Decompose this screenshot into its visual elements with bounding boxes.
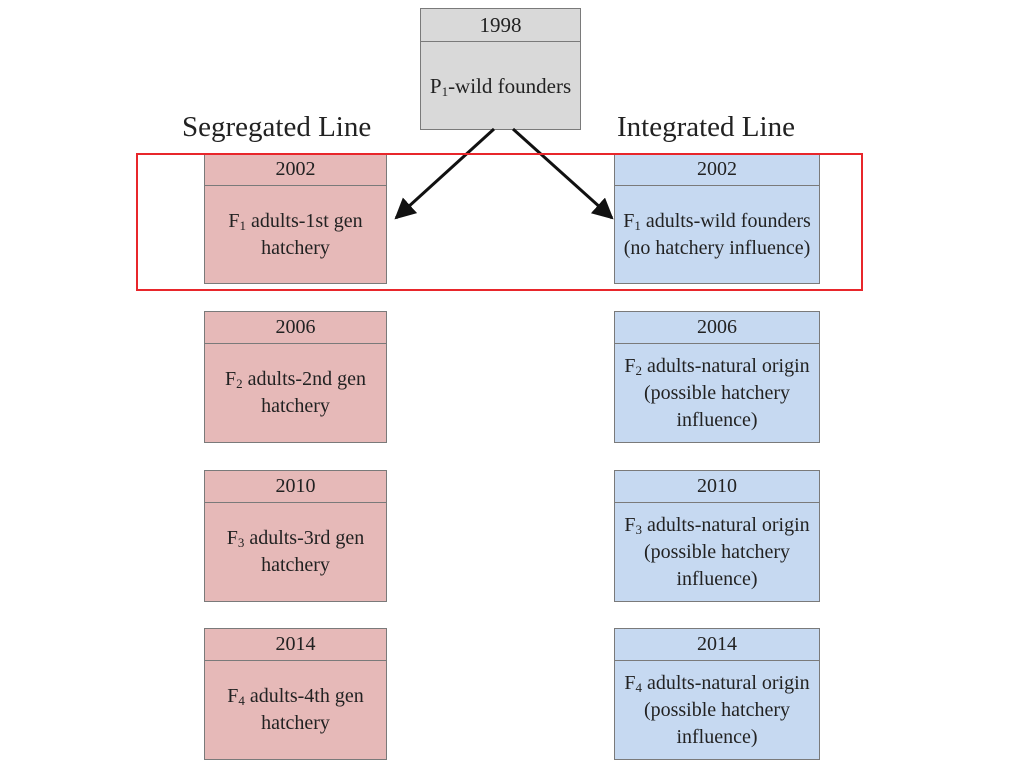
root-node-p1: 1998 P1-wild founders (420, 8, 581, 130)
segregated-f3-label: F3 adults-3rd gen hatchery (226, 527, 365, 576)
integrated-f2-year: 2006 (615, 312, 819, 344)
integrated-node-f4: 2014 F4 adults-natural origin (possible … (614, 628, 820, 760)
root-year: 1998 (421, 9, 580, 42)
segregated-f2-year: 2006 (205, 312, 386, 344)
root-label: P1-wild founders (429, 73, 572, 99)
segregated-node-f2: 2006 F2 adults-2nd gen hatchery (204, 311, 387, 443)
integrated-f1-year: 2002 (615, 154, 819, 186)
integrated-f3-year: 2010 (615, 471, 819, 503)
segregated-f1-year: 2002 (205, 154, 386, 186)
arrow-to-integrated (511, 127, 614, 220)
integrated-f4-label: F4 adults-natural origin (possible hatch… (624, 671, 810, 748)
segregated-f4-label: F4 adults-4th gen hatchery (227, 685, 364, 734)
integrated-node-f2: 2006 F2 adults-natural origin (possible … (614, 311, 820, 443)
segregated-f4-year: 2014 (205, 629, 386, 661)
segregated-node-f1: 2002 F1 adults-1st gen hatchery (204, 153, 387, 284)
segregated-node-f3: 2010 F3 adults-3rd gen hatchery (204, 470, 387, 602)
integrated-f4-year: 2014 (615, 629, 819, 661)
segregated-f1-label: F1 adults-1st gen hatchery (228, 209, 363, 259)
integrated-node-f3: 2010 F3 adults-natural origin (possible … (614, 470, 820, 602)
segregated-f2-label: F2 adults-2nd gen hatchery (225, 368, 366, 417)
integrated-f1-label: F1 adults-wild founders (no hatchery inf… (623, 209, 811, 259)
integrated-f3-label: F3 adults-natural origin (possible hatch… (624, 513, 810, 590)
integrated-f2-label: F2 adults-natural origin (possible hatch… (624, 354, 810, 431)
segregated-line-heading: Segregated Line (182, 111, 372, 143)
integrated-line-heading: Integrated Line (617, 111, 795, 143)
segregated-f3-year: 2010 (205, 471, 386, 503)
arrow-to-segregated (394, 127, 496, 220)
segregated-node-f4: 2014 F4 adults-4th gen hatchery (204, 628, 387, 760)
integrated-node-f1: 2002 F1 adults-wild founders (no hatcher… (614, 153, 820, 284)
highlight-frame-2002 (136, 153, 863, 291)
